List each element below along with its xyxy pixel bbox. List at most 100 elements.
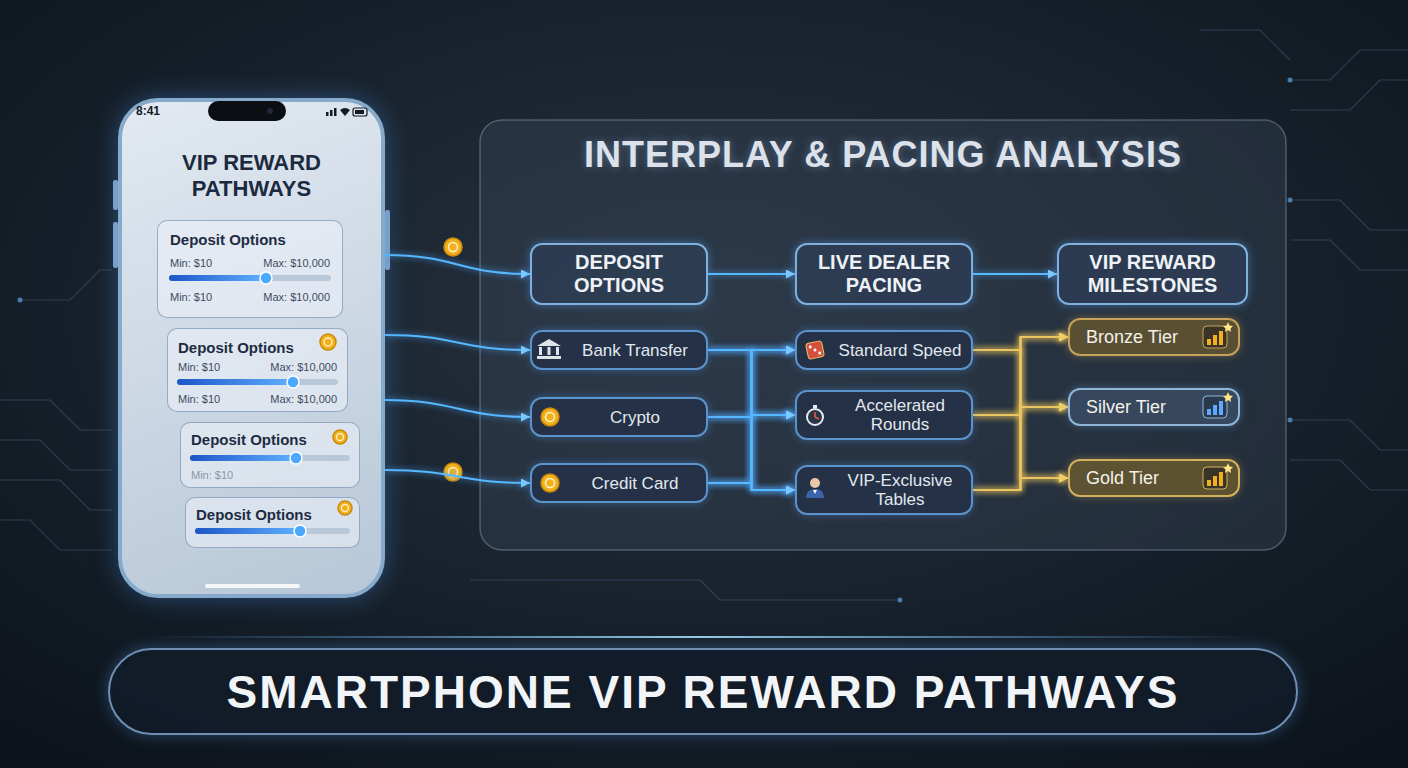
deposit-method: Credit Card xyxy=(530,463,708,503)
range-slider xyxy=(177,376,338,388)
dice-icon xyxy=(813,348,817,352)
card-title: Deposit Options xyxy=(196,506,312,524)
flow-connector xyxy=(973,478,1068,490)
range-slider xyxy=(190,452,350,464)
header-text: DEPOSIT OPTIONS xyxy=(544,251,694,297)
dealer-icon xyxy=(810,478,820,488)
tier-chart-icon xyxy=(1223,392,1233,402)
tier-chart-icon xyxy=(1207,480,1211,486)
range-slider xyxy=(169,275,266,281)
column-header: VIP REWARD MILESTONES xyxy=(1057,243,1248,305)
range-slider xyxy=(195,525,350,537)
range-slider xyxy=(177,379,338,385)
card-title: Deposit Options xyxy=(191,431,307,449)
flow-connector xyxy=(708,415,795,483)
phone-notch xyxy=(208,101,286,121)
deposit-method: Crypto xyxy=(530,397,708,437)
analysis-panel xyxy=(480,120,1286,550)
header-text: VIP REWARD MILESTONES xyxy=(1071,251,1234,297)
range-slider xyxy=(177,379,293,385)
panel-title: INTERPLAY & PACING ANALYSIS xyxy=(480,134,1286,176)
dealer-icon xyxy=(806,478,824,498)
deposit-card: Deposit OptionsMin: $10Max: $10,000Min: … xyxy=(167,328,348,412)
coin-icon xyxy=(338,501,352,515)
range-label: Min: $10 xyxy=(191,469,233,482)
phone-notch xyxy=(267,108,273,114)
floating-coin xyxy=(444,238,462,256)
option-label: Crypto xyxy=(610,408,660,427)
range-label: Min: $10 xyxy=(170,257,212,270)
flow-connector xyxy=(708,483,795,490)
coin-icon xyxy=(333,430,347,444)
status-icons xyxy=(334,108,337,116)
card-title: Deposit Options xyxy=(178,339,294,357)
flow-connector xyxy=(973,407,1068,490)
caption-banner: SMARTPHONE VIP REWARD PATHWAYS xyxy=(108,648,1298,735)
flow-connector xyxy=(708,350,795,490)
range-label: Max: $10,000 xyxy=(263,291,330,304)
range-label: Min: $10 xyxy=(170,291,212,304)
option-label: Standard Speed xyxy=(839,341,962,360)
range-slider xyxy=(190,455,350,461)
flow-curve xyxy=(385,255,530,274)
flow-connector xyxy=(973,337,1068,490)
flow-connector xyxy=(708,273,795,275)
card-title: Deposit Options xyxy=(170,231,286,249)
circuit-nodes xyxy=(1288,418,1293,423)
circuit-traces xyxy=(0,480,112,510)
deposit-card: Deposit OptionsMin: $10 xyxy=(180,422,360,488)
circuit-traces xyxy=(0,400,112,430)
bank-icon xyxy=(539,347,542,355)
option-label: Bank Transfer xyxy=(582,341,688,360)
coin-icon xyxy=(342,505,349,512)
dice-icon xyxy=(806,341,825,360)
range-slider xyxy=(190,455,296,461)
range-slider xyxy=(260,272,272,284)
bank-icon xyxy=(537,339,561,346)
circuit-traces xyxy=(0,520,112,550)
range-slider xyxy=(169,272,331,284)
floating-coin xyxy=(444,463,462,481)
smartphone: VIP REWARD PATHWAYSDeposit OptionsMin: $… xyxy=(118,98,385,598)
deposit-method: Bank Transfer xyxy=(530,330,708,370)
column-header: LIVE DEALER PACING xyxy=(795,243,973,305)
dealer-icon xyxy=(813,490,817,494)
tier-chart-icon xyxy=(1203,467,1227,489)
status-time: 8:41 xyxy=(136,104,160,118)
circuit-nodes xyxy=(18,78,1293,603)
circuit-traces xyxy=(1290,200,1408,230)
floating-coin xyxy=(449,243,458,252)
circuit-nodes xyxy=(1288,78,1293,83)
circuit-nodes xyxy=(18,298,23,303)
status-icons xyxy=(330,110,333,116)
light-streak xyxy=(150,636,1250,638)
option-label: Accelerated Rounds xyxy=(837,396,963,434)
tier-chart-icon xyxy=(1213,405,1217,415)
flow-connector xyxy=(973,273,1057,275)
flow-curve xyxy=(385,335,530,350)
circuit-traces xyxy=(20,270,112,300)
pacing-option: Accelerated Rounds xyxy=(795,390,973,440)
circuit-traces xyxy=(1290,460,1408,490)
column-header: DEPOSIT OPTIONS xyxy=(530,243,708,305)
status-icons xyxy=(326,112,329,116)
flow-curve xyxy=(385,470,530,483)
floating-coin xyxy=(444,238,462,256)
range-label: Min: $10 xyxy=(178,361,220,374)
deposit-card: Deposit Options xyxy=(185,497,360,548)
status-icons xyxy=(355,110,364,114)
circuit-traces xyxy=(0,30,1408,600)
coin-icon xyxy=(320,334,336,350)
circuit-traces xyxy=(1290,240,1408,270)
screen-title: VIP REWARD PATHWAYS xyxy=(122,150,381,202)
stopwatch-icon xyxy=(813,405,817,408)
flow-connector xyxy=(708,350,795,483)
circuit-nodes xyxy=(1288,198,1293,203)
dice-icon xyxy=(808,345,812,349)
tier-chart-icon xyxy=(1213,335,1217,345)
range-slider xyxy=(294,525,306,537)
tier-chart-icon xyxy=(1219,401,1223,415)
dice-icon xyxy=(818,351,822,355)
